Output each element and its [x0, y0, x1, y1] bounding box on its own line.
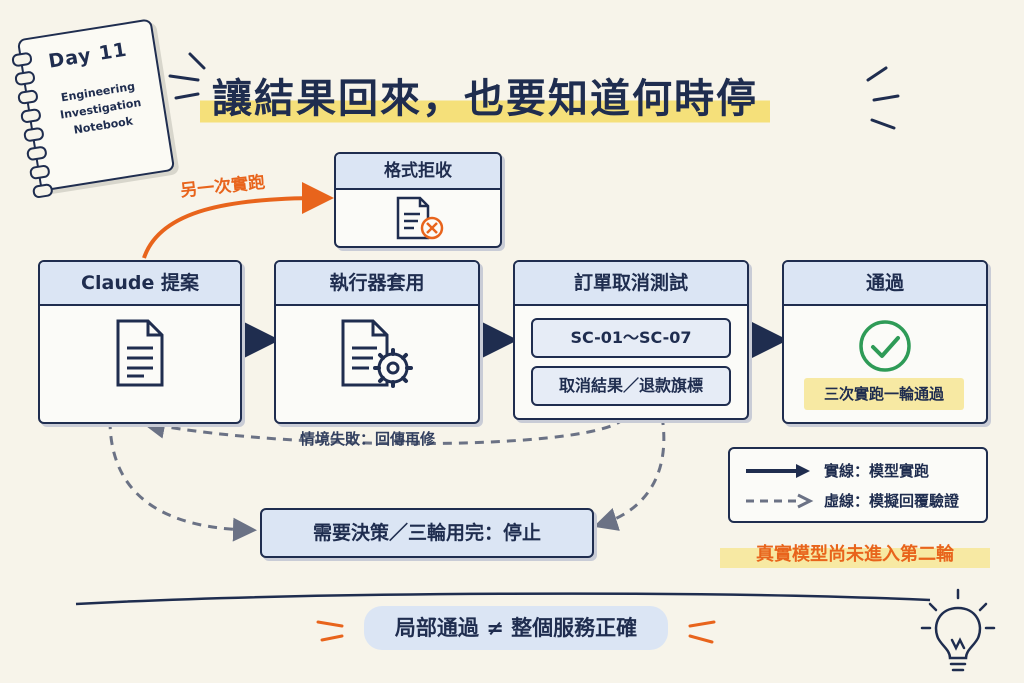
- legend: 實線：模型實跑 虛線：模擬回覆驗證: [728, 447, 988, 523]
- page-title: 讓結果回來，也要知道何時停: [200, 62, 770, 128]
- step-label: 執行器套用: [276, 262, 478, 306]
- stop-box: 需要決策／三輪用完：停止: [260, 508, 594, 558]
- fail-loop-arrow: [141, 414, 626, 446]
- check-circle-icon: [859, 320, 911, 372]
- legend-dashed: 虛線：模擬回覆驗證: [744, 489, 959, 513]
- pass-note: 三次實跑一輪通過: [804, 378, 964, 410]
- bottom-banner: 局部通過 ≠ 整個服務正確: [364, 606, 668, 650]
- step-executor-apply: 執行器套用: [274, 260, 480, 424]
- legend-dashed-text: 虛線：模擬回覆驗證: [824, 492, 960, 510]
- format-reject-box: 格式拒收: [334, 152, 502, 248]
- solid-arrow-icon: [746, 464, 810, 478]
- order-stop-arrow: [593, 415, 666, 531]
- step-label: 通過: [784, 262, 986, 306]
- format-reject-label: 格式拒收: [336, 154, 500, 190]
- step-claude-proposal: Claude 提案: [38, 260, 242, 424]
- step-order-cancel-test: 訂單取消測試 SC-01～SC-07 取消結果／退款旗標: [513, 260, 749, 420]
- scenario-range-pill: SC-01～SC-07: [531, 318, 731, 358]
- document-reject-icon: [396, 196, 444, 240]
- cancel-refund-pill: 取消結果／退款旗標: [531, 366, 731, 406]
- notebook-subtitle: Engineering Investigation Notebook: [45, 75, 156, 142]
- claude-stop-arrow: [108, 419, 257, 542]
- fail-loop-label: 情境失敗：回傳再修: [300, 430, 436, 448]
- legend-solid-text: 實線：模型實跑: [824, 462, 930, 480]
- step-label: Claude 提案: [40, 262, 240, 306]
- rerun-arrow: [142, 182, 334, 259]
- document-icon: [116, 319, 164, 387]
- step-label: 訂單取消測試: [515, 262, 747, 306]
- banner-ticks: [316, 620, 716, 644]
- day-notebook: Day 11 Engineering Investigation Noteboo…: [11, 18, 176, 199]
- step-pass: 通過 三次實跑一輪通過: [782, 260, 988, 424]
- notebook-day: Day 11: [46, 38, 129, 73]
- divider-line: [75, 592, 931, 606]
- lightbulb-icon: [920, 588, 996, 672]
- title-sparks: [168, 52, 900, 130]
- dashed-arrow-icon: [746, 493, 814, 509]
- document-gear-icon: [341, 319, 413, 388]
- legend-solid: 實線：模型實跑: [744, 459, 929, 483]
- warning-note: 真實模型尚未進入第二輪: [720, 538, 990, 572]
